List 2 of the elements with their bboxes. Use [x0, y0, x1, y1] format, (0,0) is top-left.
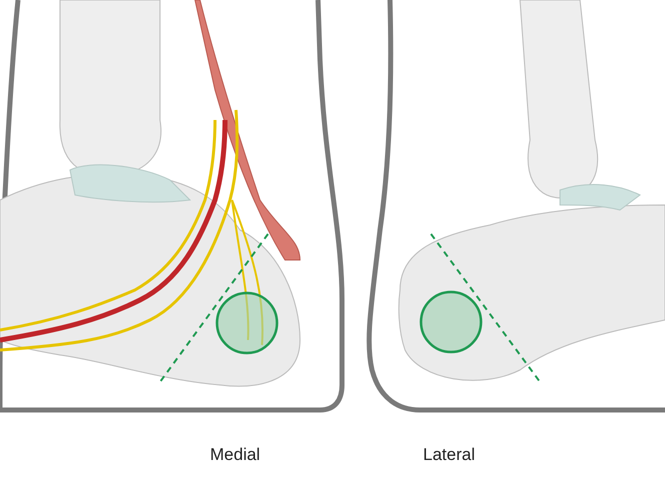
view-label: Lateral — [423, 445, 475, 465]
view-label: Medial — [210, 445, 260, 465]
